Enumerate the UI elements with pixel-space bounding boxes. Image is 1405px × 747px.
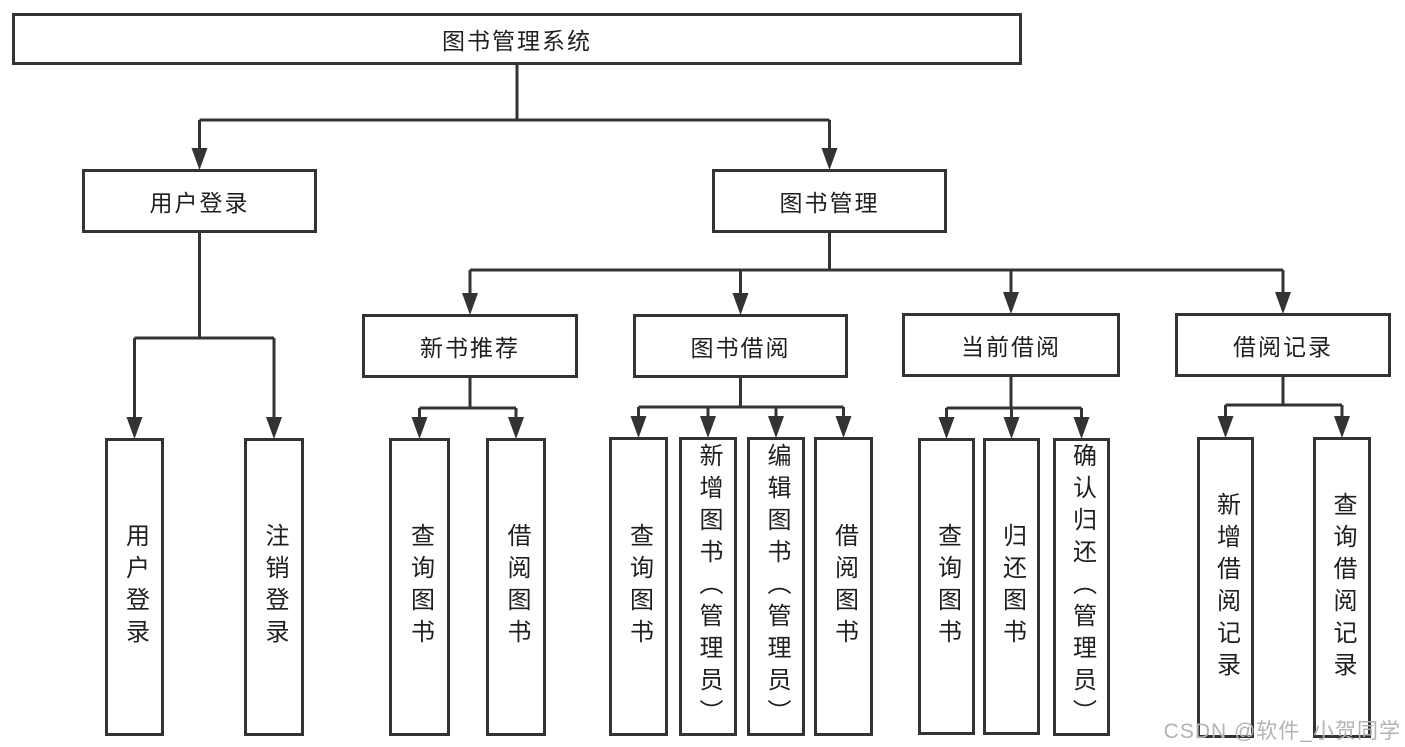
- arrowhead-icon: [126, 417, 143, 439]
- node-leaf-query-book-current: 查询图书: [918, 438, 975, 735]
- arrowhead-icon: [1073, 417, 1090, 439]
- node-book-borrow: 图书借阅: [633, 314, 848, 378]
- node-label-user-login: 用户登录: [149, 190, 250, 216]
- watermark: CSDN @软件_小贺同学: [1163, 720, 1401, 743]
- node-label-system: 图书管理系统: [442, 28, 592, 54]
- node-system: 图书管理系统: [12, 13, 1022, 65]
- connector-path: [133, 65, 1344, 419]
- arrowhead-icon: [732, 293, 749, 315]
- node-leaf-edit-book-admin: 编辑图书（管理员）: [747, 437, 805, 736]
- node-user-login: 用户登录: [82, 169, 317, 233]
- node-label-leaf-logout: 注销登录: [261, 523, 288, 651]
- node-current-borrow: 当前借阅: [902, 313, 1120, 377]
- node-label-leaf-edit-book-admin: 编辑图书（管理员）: [763, 442, 790, 731]
- node-borrow-records: 借阅记录: [1175, 313, 1391, 377]
- arrowhead-icon: [1334, 416, 1350, 438]
- node-label-leaf-query-book-newrec: 查询图书: [406, 523, 434, 651]
- node-label-leaf-confirm-return-admin: 确认归还（管理员）: [1068, 443, 1096, 731]
- arrowhead-icon: [768, 416, 784, 438]
- node-leaf-query-borrow-record: 查询借阅记录: [1313, 437, 1371, 738]
- node-label-borrow-records: 借阅记录: [1233, 334, 1333, 360]
- node-leaf-query-book-newrec: 查询图书: [389, 438, 450, 736]
- arrowhead-icon: [630, 416, 647, 438]
- arrowhead-icon: [700, 416, 716, 438]
- node-new-book-rec: 新书推荐: [362, 314, 578, 378]
- node-leaf-add-borrow-record: 新增借阅记录: [1197, 437, 1254, 738]
- node-label-current-borrow: 当前借阅: [961, 334, 1061, 360]
- arrowhead-icon: [462, 293, 478, 315]
- arrowhead-icon: [266, 417, 282, 439]
- node-label-leaf-add-borrow-record: 新增借阅记录: [1212, 491, 1240, 684]
- node-leaf-return-book: 归还图书: [983, 438, 1040, 735]
- node-label-leaf-query-book-borrow: 查询图书: [625, 522, 653, 651]
- node-leaf-borrow-book-borrow: 借阅图书: [814, 437, 873, 736]
- arrowhead-icon: [835, 416, 852, 438]
- arrowhead-icon: [1003, 417, 1020, 439]
- node-leaf-logout: 注销登录: [244, 438, 304, 736]
- node-label-leaf-user-login: 用户登录: [121, 523, 149, 651]
- node-label-leaf-add-book-admin: 新增图书（管理员）: [695, 442, 722, 731]
- node-label-leaf-query-book-current: 查询图书: [933, 522, 961, 651]
- node-leaf-user-login: 用户登录: [105, 438, 164, 736]
- node-label-leaf-query-borrow-record: 查询借阅记录: [1329, 491, 1356, 684]
- arrowhead-icon: [821, 148, 838, 170]
- node-label-leaf-borrow-book-newrec: 借阅图书: [503, 523, 530, 651]
- arrowhead-icon: [1275, 292, 1291, 314]
- node-label-leaf-borrow-book-borrow: 借阅图书: [830, 522, 858, 651]
- node-label-book-borrow: 图书借阅: [690, 335, 791, 361]
- arrowhead-icon: [191, 148, 208, 170]
- node-label-book-mgmt: 图书管理: [779, 190, 880, 216]
- node-leaf-confirm-return-admin: 确认归还（管理员）: [1053, 438, 1110, 736]
- node-leaf-query-book-borrow: 查询图书: [609, 437, 668, 736]
- arrowhead-icon: [938, 417, 955, 439]
- arrowhead-icon: [411, 417, 428, 439]
- node-leaf-add-book-admin: 新增图书（管理员）: [679, 437, 737, 736]
- node-label-leaf-return-book: 归还图书: [998, 522, 1026, 651]
- node-leaf-borrow-book-newrec: 借阅图书: [486, 438, 546, 736]
- arrowhead-icon: [1003, 292, 1019, 314]
- node-label-new-book-rec: 新书推荐: [420, 335, 520, 361]
- arrowhead-icon: [1217, 416, 1234, 438]
- node-book-mgmt: 图书管理: [712, 169, 947, 233]
- arrowhead-icon: [508, 417, 524, 439]
